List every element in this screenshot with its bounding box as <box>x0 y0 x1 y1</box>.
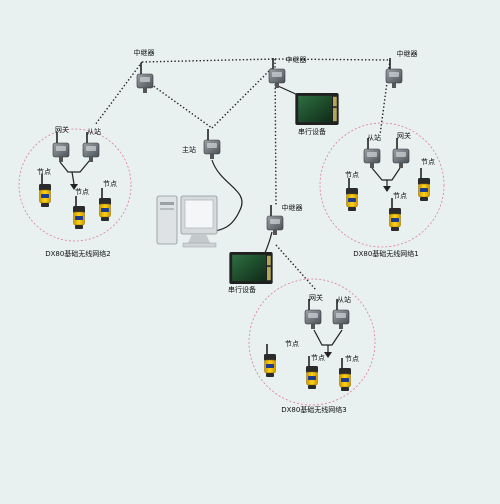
node-label: 节点 <box>345 171 359 179</box>
gateway-label: 网关 <box>309 293 323 302</box>
node-label: 节点 <box>103 180 117 188</box>
node-device <box>345 177 359 212</box>
network-3-title: DX80基础无线网络3 <box>281 405 347 414</box>
serial-device-label: 串行设备 <box>298 127 326 136</box>
node-label: 节点 <box>75 188 89 196</box>
serial-device-middle: 串行设备 <box>228 252 273 294</box>
node-label: 节点 <box>37 168 51 176</box>
slave-device <box>82 131 100 163</box>
node-label: 节点 <box>285 340 299 348</box>
network-2-title: DX80基础无线网络2 <box>45 249 111 258</box>
slave-label: 从站 <box>337 295 351 304</box>
node-device <box>263 343 277 378</box>
node-device <box>98 187 112 222</box>
wireless-links <box>94 58 391 291</box>
node-device <box>38 173 52 208</box>
repeater-label: 中继器 <box>134 48 155 57</box>
gateway-device <box>52 131 70 163</box>
gateway-label: 网关 <box>397 131 411 140</box>
node-label: 节点 <box>311 354 325 362</box>
repeater-middle: 中继器 <box>266 203 303 236</box>
gateway-device <box>392 137 410 169</box>
node-device <box>388 197 402 232</box>
node-device <box>72 195 86 230</box>
network-1-title: DX80基础无线网络1 <box>353 249 419 258</box>
node-label: 节点 <box>421 158 435 166</box>
master-label: 主站 <box>182 145 196 154</box>
slave-label: 从站 <box>367 133 381 142</box>
master-station: 主站 <box>182 128 221 160</box>
computer-icon <box>156 195 218 248</box>
network-1: 从站 网关 节点 节点 节点 DX80基础无线网络1 <box>345 131 435 258</box>
network-2: 网关 从站 节点 节点 节点 DX80基础无线网络2 <box>37 125 117 258</box>
node-label: 节点 <box>345 355 359 363</box>
serial-device-top: 串行设备 <box>295 93 339 136</box>
network-circle-2 <box>18 128 132 242</box>
repeater-label: 中继器 <box>286 55 307 64</box>
wired-links <box>59 85 401 352</box>
repeater-top-right: 中继器 <box>385 49 418 89</box>
gateway-label: 网关 <box>55 125 69 134</box>
repeater-label: 中继器 <box>397 49 418 58</box>
network-circle-3 <box>248 278 376 406</box>
node-label: 节点 <box>393 192 407 200</box>
node-device <box>417 167 431 202</box>
network-3: 网关 从站 节点 节点 节点 DX80基础无线网络3 <box>263 293 359 414</box>
junction-arrows <box>70 184 391 358</box>
slave-label: 从站 <box>87 127 101 136</box>
repeater-top-center: 中继器 <box>268 55 307 89</box>
serial-device-label: 串行设备 <box>228 285 256 294</box>
network-circle-1 <box>319 122 445 248</box>
gateway-device <box>304 298 322 330</box>
slave-device <box>363 137 381 169</box>
repeater-label: 中继器 <box>282 203 303 212</box>
repeater-top-left: 中继器 <box>134 48 155 94</box>
